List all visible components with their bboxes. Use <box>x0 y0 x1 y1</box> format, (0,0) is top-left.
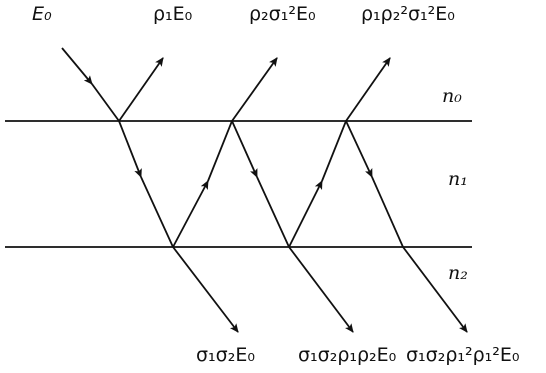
transmitted-ray-2 <box>288 246 354 333</box>
reflected-label-2: ρ₂σ₁²E₀ <box>249 3 316 25</box>
internal-down-ray-3 <box>345 120 404 248</box>
transmitted-label-2: σ₁σ₂ρ₁ρ₂E₀ <box>298 344 397 366</box>
incident-ray <box>61 47 120 122</box>
reflected-ray-2 <box>231 57 278 122</box>
internal-down-ray-2 <box>231 120 290 248</box>
internal-up-ray-2 <box>288 120 347 248</box>
internal-down-ray-1 <box>118 120 174 248</box>
internal-up-ray-1 <box>172 120 233 248</box>
medium-label-middle: n₁ <box>448 168 468 190</box>
medium-label-top: n₀ <box>442 85 462 107</box>
reflected-label-3: ρ₁ρ₂²σ₁²E₀ <box>361 3 455 25</box>
reflected-ray-3 <box>345 57 391 122</box>
reflected-label-1: ρ₁E₀ <box>153 3 193 25</box>
transmitted-ray-3 <box>402 246 468 333</box>
medium-label-bottom: n₂ <box>448 262 468 284</box>
transmitted-label-1: σ₁σ₂E₀ <box>196 344 255 366</box>
transmitted-ray-1 <box>172 246 239 333</box>
transmitted-label-3: σ₁σ₂ρ₁²ρ₁²E₀ <box>406 344 520 366</box>
incident-label: E₀ <box>32 3 52 25</box>
reflected-ray-1 <box>118 57 164 122</box>
